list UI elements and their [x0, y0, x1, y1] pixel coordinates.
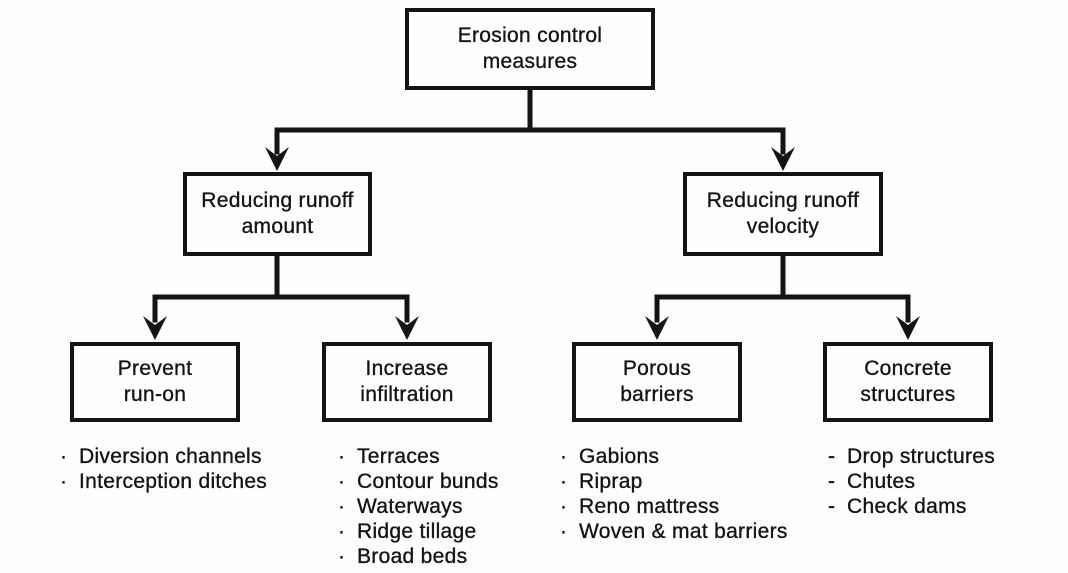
node-erosion-control-measures: Erosion control measures	[405, 8, 655, 90]
node-reducing-runoff-velocity: Reducing runoff velocity	[683, 172, 883, 256]
bullet-icon: ·	[338, 445, 346, 468]
list-concrete-structures: - Drop structures - Chutes - Check dams	[828, 444, 995, 519]
list-item: · Terraces	[338, 444, 499, 469]
node-label-line: velocity	[746, 215, 820, 238]
bullet-icon: ·	[560, 495, 568, 518]
arrow-down-icon	[896, 316, 920, 340]
node-label-line: Reducing runoff	[201, 189, 354, 212]
arrow-down-icon	[395, 316, 419, 340]
bullet-icon: ·	[560, 445, 568, 468]
bullet-icon: ·	[338, 495, 346, 518]
connector-velocity-to-children	[654, 251, 911, 323]
node-label-line: Porous	[622, 357, 692, 380]
list-item: - Check dams	[828, 494, 995, 519]
list-item: - Drop structures	[828, 444, 995, 469]
bullet-icon: ·	[338, 470, 346, 493]
list-item: · Gabions	[560, 444, 788, 469]
list-item: · Interception ditches	[60, 469, 267, 494]
list-item-label: Contour bunds	[357, 470, 499, 493]
list-porous-barriers: · Gabions · Riprap · Reno mattress · Wov…	[560, 444, 788, 544]
list-item-label: Woven & mat barriers	[579, 520, 788, 543]
bullet-icon: -	[828, 445, 836, 468]
list-item-label: Chutes	[847, 470, 916, 493]
node-label-line: measures	[482, 50, 578, 73]
bullet-icon: -	[828, 495, 836, 518]
node-concrete-structures: Concrete structures	[823, 342, 993, 422]
node-label-line: structures	[860, 383, 956, 406]
arrow-down-icon	[771, 147, 795, 171]
list-item-label: Broad beds	[357, 545, 468, 568]
arrow-down-icon	[265, 147, 289, 171]
node-porous-barriers: Porous barriers	[572, 342, 742, 422]
node-label-line: Increase	[365, 357, 449, 380]
connector-root-to-branches	[274, 85, 786, 155]
list-item-label: Gabions	[579, 445, 660, 468]
list-item: · Broad beds	[338, 544, 499, 569]
list-item-label: Terraces	[357, 445, 440, 468]
list-item: · Ridge tillage	[338, 519, 499, 544]
node-reducing-runoff-amount: Reducing runoff amount	[183, 172, 372, 256]
connector-amount-to-children	[152, 251, 410, 323]
list-item-label: Riprap	[579, 470, 643, 493]
list-item: · Waterways	[338, 494, 499, 519]
node-increase-infiltration: Increase infiltration	[322, 342, 492, 422]
list-item: · Contour bunds	[338, 469, 499, 494]
list-increase-infiltration: · Terraces · Contour bunds · Waterways ·…	[338, 444, 499, 569]
node-prevent-run-on: Prevent run-on	[70, 342, 240, 422]
list-item-label: Waterways	[357, 495, 463, 518]
arrow-down-icon	[143, 316, 167, 340]
node-label-line: Prevent	[117, 357, 193, 380]
bullet-icon: ·	[560, 520, 568, 543]
bullet-icon: ·	[338, 520, 346, 543]
node-label-line: run-on	[123, 383, 187, 406]
node-label-line: Erosion control	[457, 24, 603, 47]
list-item: · Riprap	[560, 469, 788, 494]
list-item-label: Drop structures	[847, 445, 996, 468]
list-item-label: Interception ditches	[79, 470, 268, 493]
bullet-icon: ·	[560, 470, 568, 493]
list-item-label: Diversion channels	[79, 445, 262, 468]
node-label-line: amount	[241, 215, 314, 238]
list-item: · Diversion channels	[60, 444, 267, 469]
bullet-icon: -	[828, 470, 836, 493]
bullet-icon: ·	[338, 545, 346, 568]
bullet-icon: ·	[60, 470, 68, 493]
list-item: - Chutes	[828, 469, 995, 494]
node-label-line: barriers	[620, 383, 694, 406]
list-item-label: Ridge tillage	[357, 520, 477, 543]
list-item: · Reno mattress	[560, 494, 788, 519]
list-item-label: Check dams	[847, 495, 967, 518]
list-item: · Woven & mat barriers	[560, 519, 788, 544]
list-item-label: Reno mattress	[579, 495, 720, 518]
bullet-icon: ·	[60, 445, 68, 468]
node-label-line: Reducing runoff	[706, 189, 860, 212]
node-label-line: infiltration	[360, 383, 454, 406]
list-prevent-run-on: · Diversion channels · Interception ditc…	[60, 444, 267, 494]
arrow-down-icon	[645, 316, 669, 340]
node-label-line: Concrete	[864, 357, 952, 380]
